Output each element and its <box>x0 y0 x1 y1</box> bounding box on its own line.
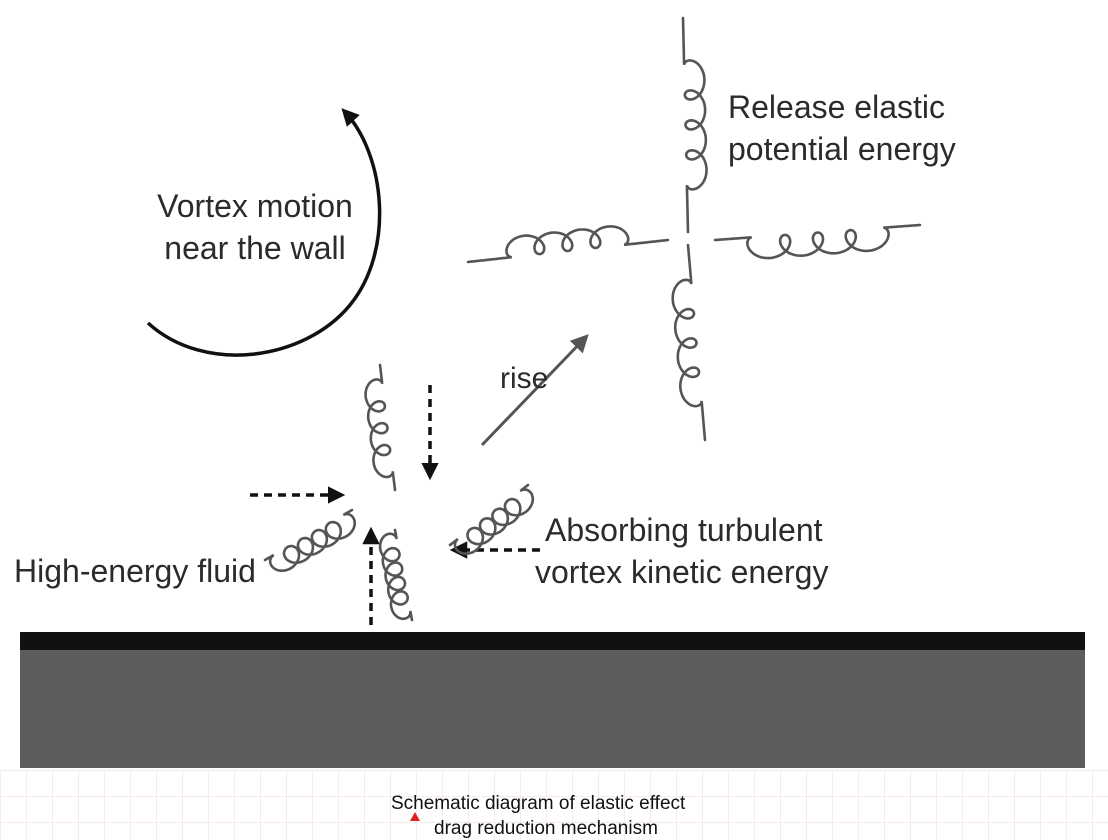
polymer-coil-top <box>364 363 397 492</box>
vortex-label-line2: near the wall <box>164 230 346 266</box>
polymer-coil-right <box>448 483 535 556</box>
stretched-polymer-coils <box>466 16 922 442</box>
vortex-label-line1: Vortex motion <box>157 188 353 224</box>
polymer-chain-right <box>713 223 922 260</box>
caption-line2: drag reduction mechanism <box>434 818 658 839</box>
absorbing-label-line1: Absorbing turbulent <box>545 512 823 548</box>
rise-label: rise <box>500 362 549 395</box>
polymer-chain-left <box>466 225 670 264</box>
release-label-line1: Release elastic <box>728 89 945 125</box>
polymer-coil-left <box>263 508 357 573</box>
polymer-chain-up <box>681 16 708 234</box>
wall-body <box>20 650 1085 768</box>
caption-marker-icon <box>410 812 420 821</box>
polymer-chain-down <box>671 243 707 442</box>
vortex-arrow <box>146 108 382 357</box>
wall-surface <box>20 632 1085 650</box>
compressed-polymer-coils <box>263 363 535 622</box>
rise-arrow <box>480 334 589 447</box>
absorbing-label-line2: vortex kinetic energy <box>535 554 829 590</box>
release-label-line2: potential energy <box>728 131 956 167</box>
polymer-coil-bottom <box>378 528 414 622</box>
caption-background <box>0 770 1108 840</box>
caption-line1: Schematic diagram of elastic effect <box>391 793 686 814</box>
high-energy-fluid-label: High-energy fluid <box>14 553 256 589</box>
